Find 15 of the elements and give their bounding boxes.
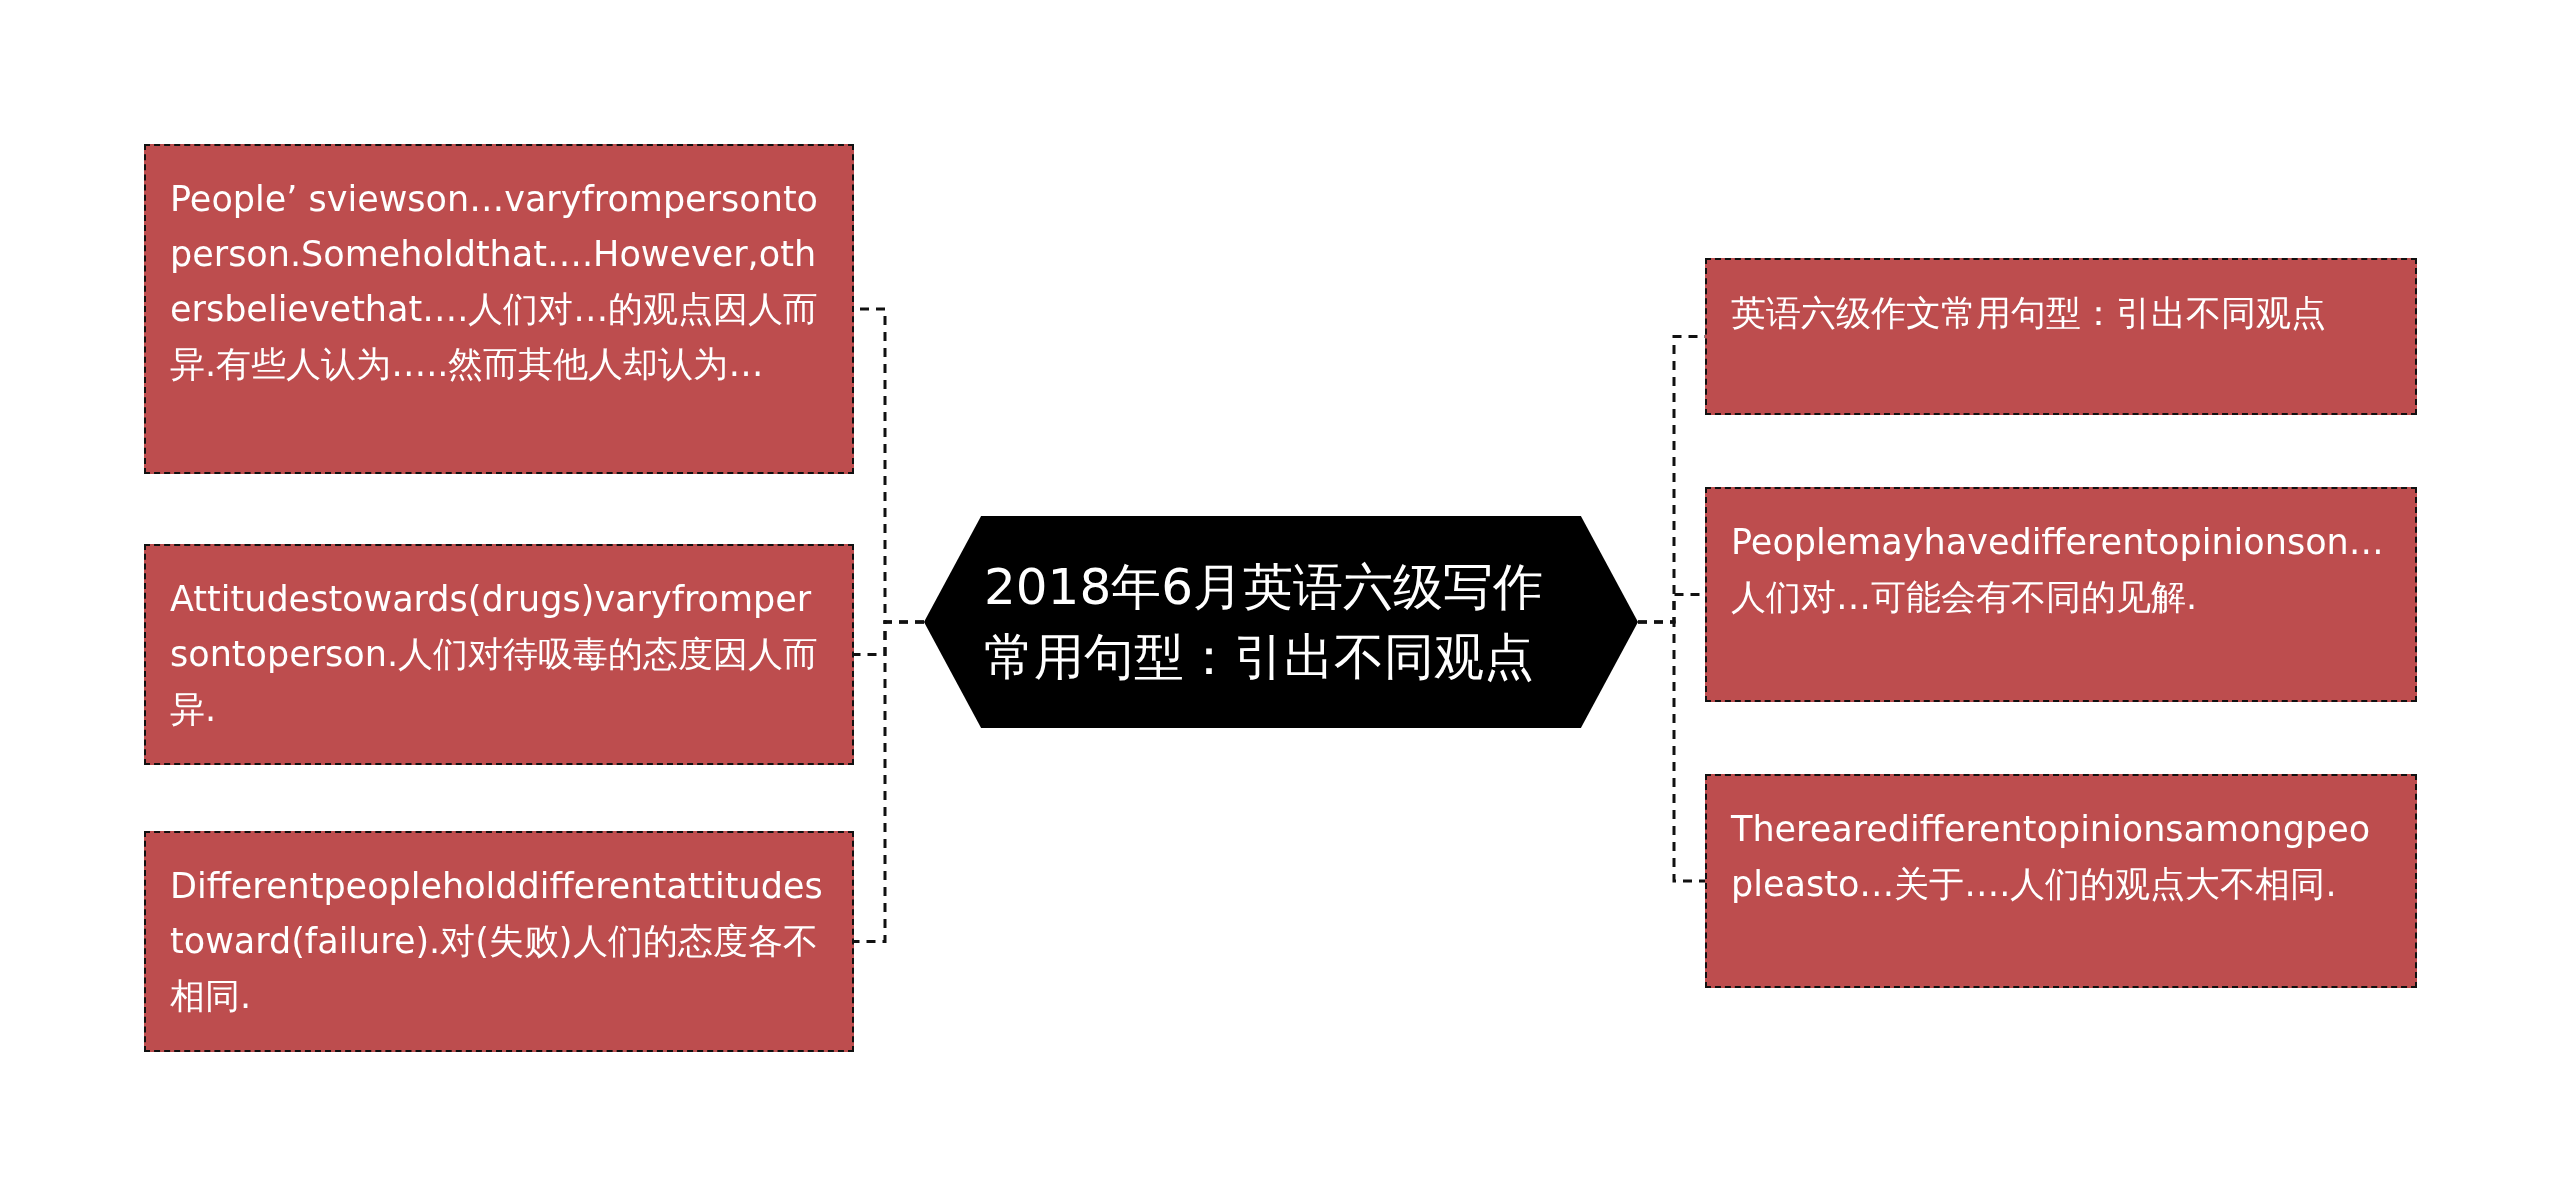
node-text: Peoplemayhavedifferentopinionson…人们对…可能会有不同的见解. bbox=[1731, 521, 2385, 619]
node-text: 2018年6月英语六级写作常用句型：引出不同观点 bbox=[984, 557, 1545, 688]
subtopic-box bbox=[1705, 774, 2417, 988]
subtopic-box bbox=[1705, 487, 2417, 702]
node-text: Differentpeopleholddifferentattitudestoward(failure).对(失败)人们的态度各不相同. bbox=[170, 865, 824, 1018]
connector-line bbox=[1638, 620, 1705, 883]
subtopic-box bbox=[144, 144, 854, 474]
node-text: 英语六级作文常用句型：引出不同观点 bbox=[1731, 292, 2327, 335]
node-text: Therearedifferentopinionsamongpeopleasto…关于….人们的观点大不相同. bbox=[1731, 808, 2372, 906]
connector-line bbox=[854, 620, 924, 943]
node-text: Attitudestowards(drugs)varyfrompersontoperson.人们对待吸毒的态度因人而异. bbox=[170, 578, 820, 731]
node-text: People’ sviewson…varyfrompersontoperson.Someholdthat….However,othersbelievethat….人们对…的观点因人而异.有些人认为…..然而其他人却认为… bbox=[170, 178, 820, 386]
subtopic-box bbox=[144, 831, 854, 1052]
subtopic-box bbox=[144, 544, 854, 765]
subtopic-box bbox=[1705, 258, 2417, 415]
